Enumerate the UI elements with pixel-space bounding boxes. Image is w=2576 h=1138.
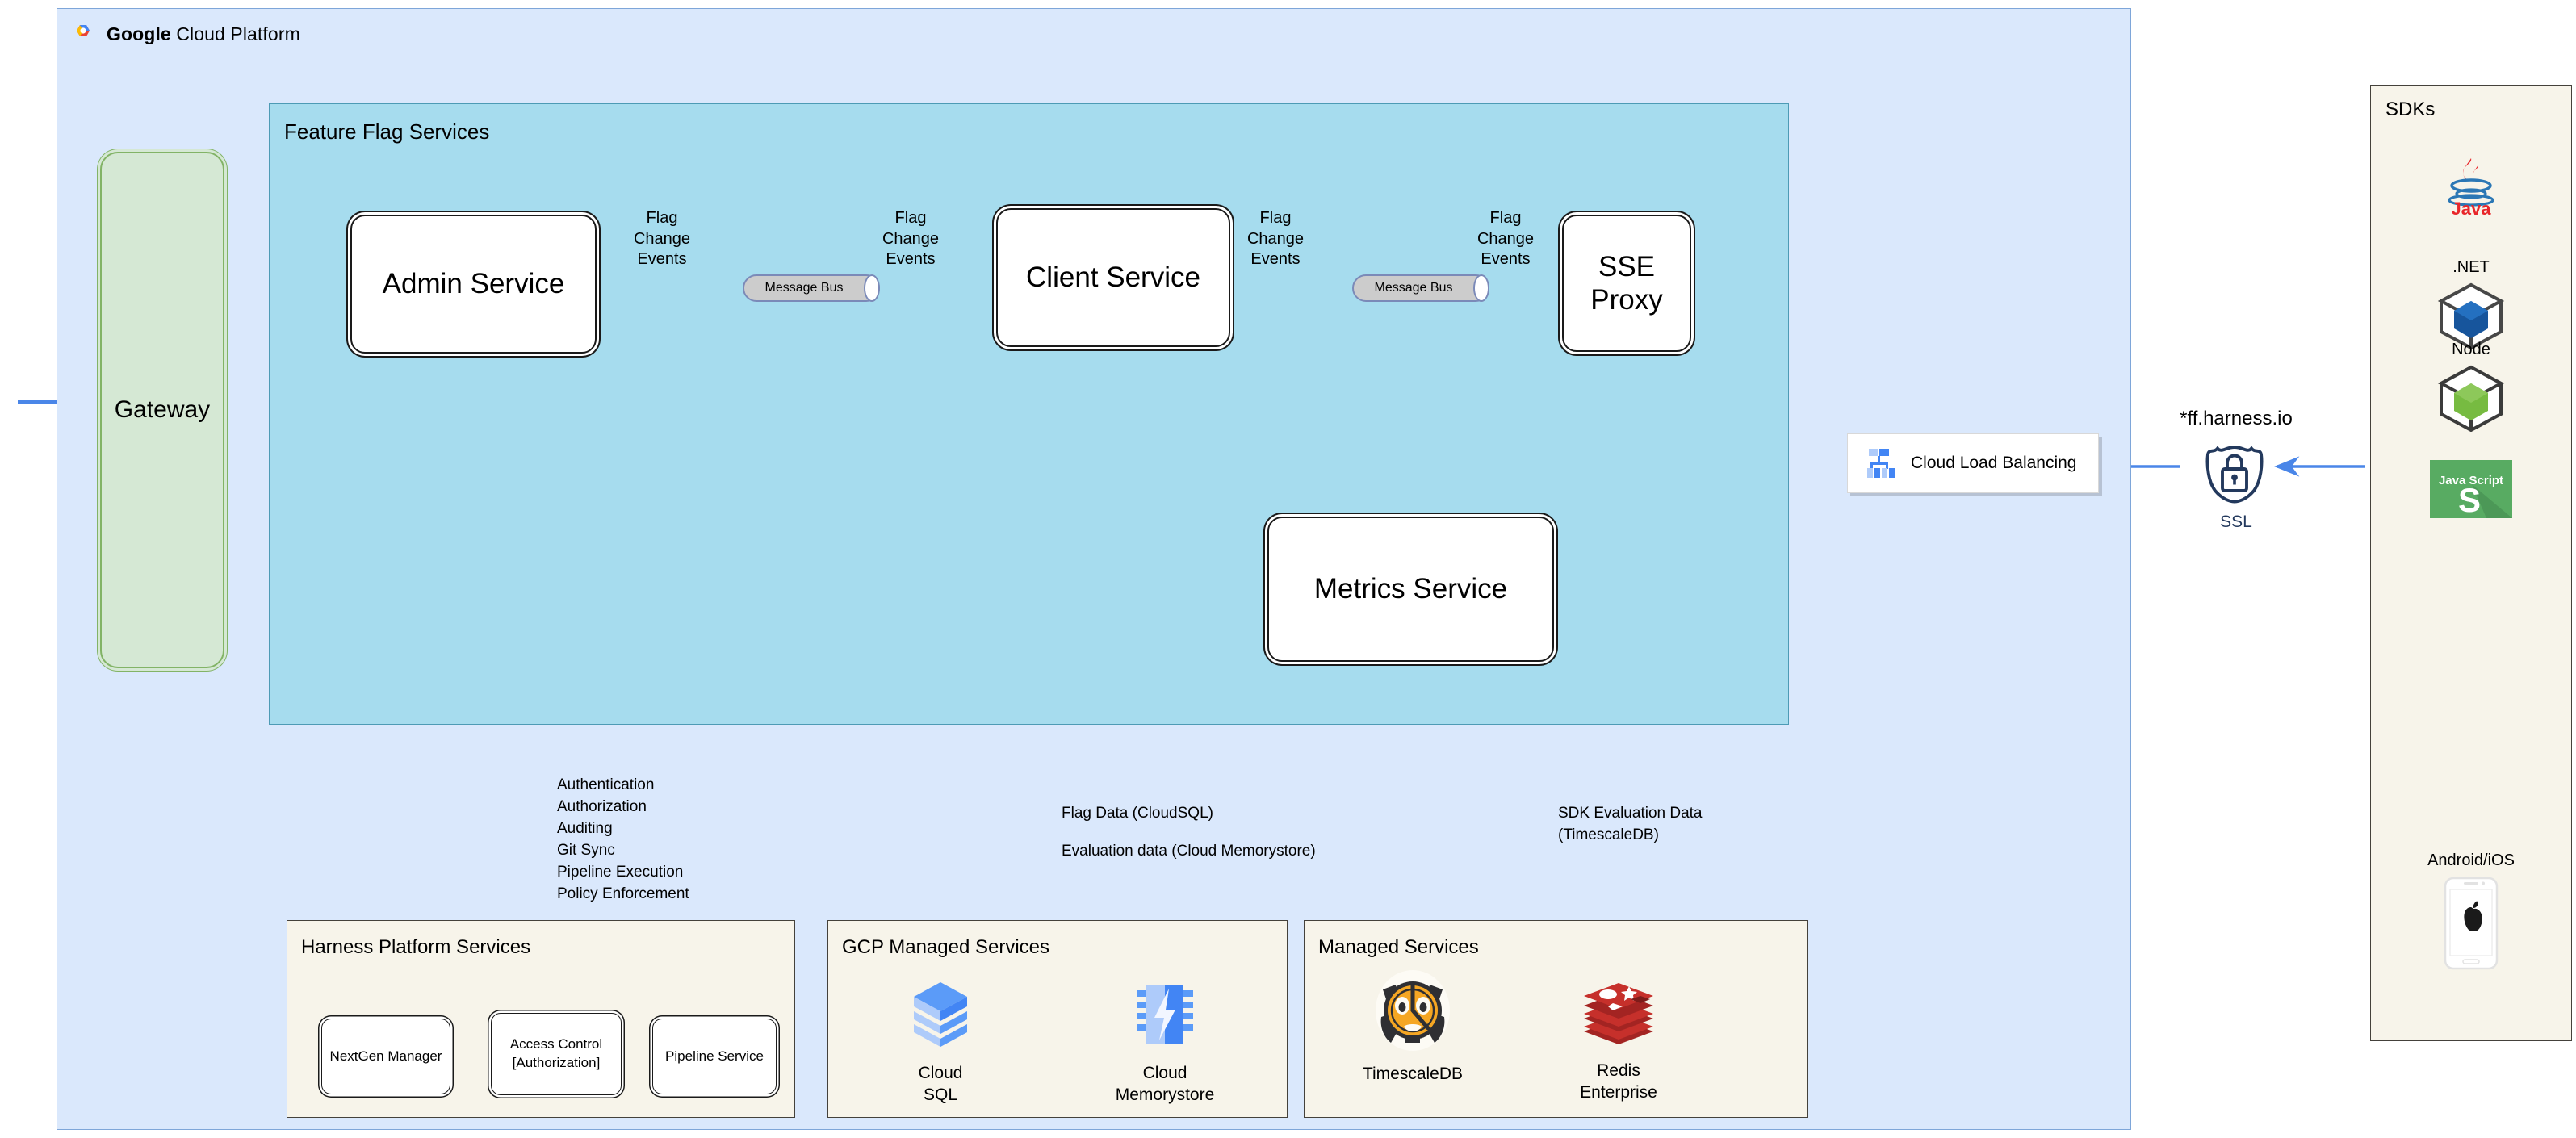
admin-service-label: Admin Service	[382, 268, 565, 300]
ms-label-cloud-sql: Cloud SQL	[918, 1064, 963, 1105]
message-bus-2[interactable]: Message Bus	[1352, 274, 1489, 302]
capability-authorization: Authorization	[557, 797, 647, 815]
chip-pipeline-service[interactable]: Pipeline Service	[652, 1019, 777, 1094]
harness-platform-services-title: Harness Platform Services	[301, 936, 531, 958]
svg-text:Java Script: Java Script	[2439, 474, 2503, 487]
capability-pipeline-execution: Pipeline Execution	[557, 863, 684, 881]
timescaledb-tiger-icon	[1376, 970, 1450, 1051]
ssl-shield-lock-icon	[2198, 442, 2271, 505]
sdks-title: SDKs	[2385, 98, 2436, 120]
chip-access-control[interactable]: Access Control [Authorization]	[491, 1013, 622, 1095]
ms-item-cloud-sql[interactable]: Cloud SQL	[892, 979, 989, 1107]
gcp-header: Google Cloud Platform	[71, 19, 410, 48]
edge-label-flag-change-2: Flag Change Events	[882, 209, 940, 269]
chip-nextgen-manager[interactable]: NextGen Manager	[321, 1019, 450, 1094]
gateway-node[interactable]: Gateway	[100, 152, 224, 668]
metrics-service-node[interactable]: Metrics Service	[1267, 517, 1554, 662]
capability-git-sync: Git Sync	[557, 841, 615, 859]
ff-domain-label: *ff.harness.io	[2180, 408, 2293, 429]
redis-icon	[1584, 983, 1653, 1044]
gcp-title: Google Cloud Platform	[107, 23, 300, 45]
feature-flag-services-title: Feature Flag Services	[284, 119, 490, 144]
gcp-managed-services-panel	[827, 920, 1288, 1118]
cloud-load-balancing-node[interactable]: Cloud Load Balancing	[1847, 433, 2099, 493]
chip-pipeline-service-label: Pipeline Service	[665, 1048, 764, 1064]
svg-text:S: S	[2458, 481, 2481, 518]
phone-apple-icon	[2370, 877, 2572, 970]
ms-item-redis[interactable]: Redis Enterprise	[1562, 977, 1675, 1104]
sdk-label-node: Node	[2452, 341, 2490, 358]
java-logo-icon: Java	[2370, 153, 2572, 216]
data-flow-annotation: Flag Data (CloudSQL) Evaluation data (Cl…	[1062, 803, 1401, 863]
sse-proxy-node[interactable]: SSE Proxy	[1562, 215, 1691, 352]
sdk-item-node[interactable]: Node	[2370, 341, 2572, 432]
google-cloud-logo-icon	[77, 25, 90, 36]
gateway-label: Gateway	[114, 396, 211, 423]
message-bus-1-label: Message Bus	[764, 281, 844, 295]
sdk-label-android-ios: Android/iOS	[2427, 851, 2515, 869]
sdks-panel	[2370, 85, 2572, 1041]
message-bus-2-label: Message Bus	[1374, 281, 1453, 295]
dotnet-cube-icon	[2370, 282, 2572, 349]
message-bus-1[interactable]: Message Bus	[743, 274, 880, 302]
sdk-item-dotnet[interactable]: .NET	[2370, 258, 2572, 349]
node-cube-icon	[2370, 364, 2572, 432]
ms-item-cloud-memorystore[interactable]: Cloud Memorystore	[1104, 979, 1225, 1107]
sdk-label-dotnet: .NET	[2452, 258, 2490, 276]
ssl-label: SSL	[2220, 513, 2252, 531]
sdk-item-javascript[interactable]: Java Script S	[2370, 460, 2572, 518]
sdk-item-android-ios[interactable]: Android/iOS	[2370, 851, 2572, 970]
edge-label-flag-change-3: Flag Change Events	[1246, 209, 1305, 269]
chip-nextgen-manager-label: NextGen Manager	[329, 1048, 442, 1064]
capability-policy-enforcement: Policy Enforcement	[557, 885, 689, 902]
sdk-item-java[interactable]: Java	[2370, 153, 2572, 216]
javascript-logo-icon: Java Script S	[2370, 460, 2572, 518]
edge-label-flag-change-1: Flag Change Events	[633, 209, 691, 269]
harness-capabilities-annotation: Authentication Authorization Auditing Gi…	[557, 775, 823, 906]
feature-flag-services-panel	[269, 103, 1789, 725]
evaluation-data-label: Evaluation data (Cloud Memorystore)	[1062, 842, 1316, 860]
flag-data-label: Flag Data (CloudSQL)	[1062, 805, 1213, 822]
cloud-memorystore-icon	[1137, 985, 1193, 1044]
cloud-load-balancing-label: Cloud Load Balancing	[1911, 454, 2077, 472]
managed-services-title: Managed Services	[1318, 936, 1479, 958]
metrics-service-label: Metrics Service	[1313, 573, 1508, 605]
cloud-load-balancing-icon	[1867, 449, 1895, 478]
capability-auditing: Auditing	[557, 819, 613, 837]
gcp-title-rest: Cloud Platform	[170, 23, 300, 44]
gcp-title-bold: Google	[107, 23, 171, 44]
chip-access-control-label: Access Control [Authorization]	[509, 1036, 603, 1070]
capability-authentication: Authentication	[557, 776, 655, 793]
ms-label-cloud-memorystore: Cloud Memorystore	[1115, 1064, 1215, 1105]
edge-label-flag-change-4: Flag Change Events	[1476, 209, 1535, 269]
client-service-label: Client Service	[1026, 261, 1200, 294]
ms-label-timescaledb: TimescaleDB	[1362, 1065, 1464, 1083]
sse-proxy-label: SSE Proxy	[1590, 250, 1663, 316]
gcp-managed-services-title: GCP Managed Services	[842, 936, 1050, 958]
sdk-evaluation-data-annotation: SDK Evaluation Data (TimescaleDB)	[1558, 805, 1703, 843]
admin-service-node[interactable]: Admin Service	[350, 215, 597, 354]
ms-label-redis: Redis Enterprise	[1580, 1061, 1657, 1102]
svg-text:Java: Java	[2452, 199, 2492, 216]
client-service-node[interactable]: Client Service	[996, 208, 1230, 347]
cloud-sql-icon	[914, 982, 967, 1047]
ms-item-timescaledb[interactable]: TimescaleDB	[1340, 969, 1485, 1085]
